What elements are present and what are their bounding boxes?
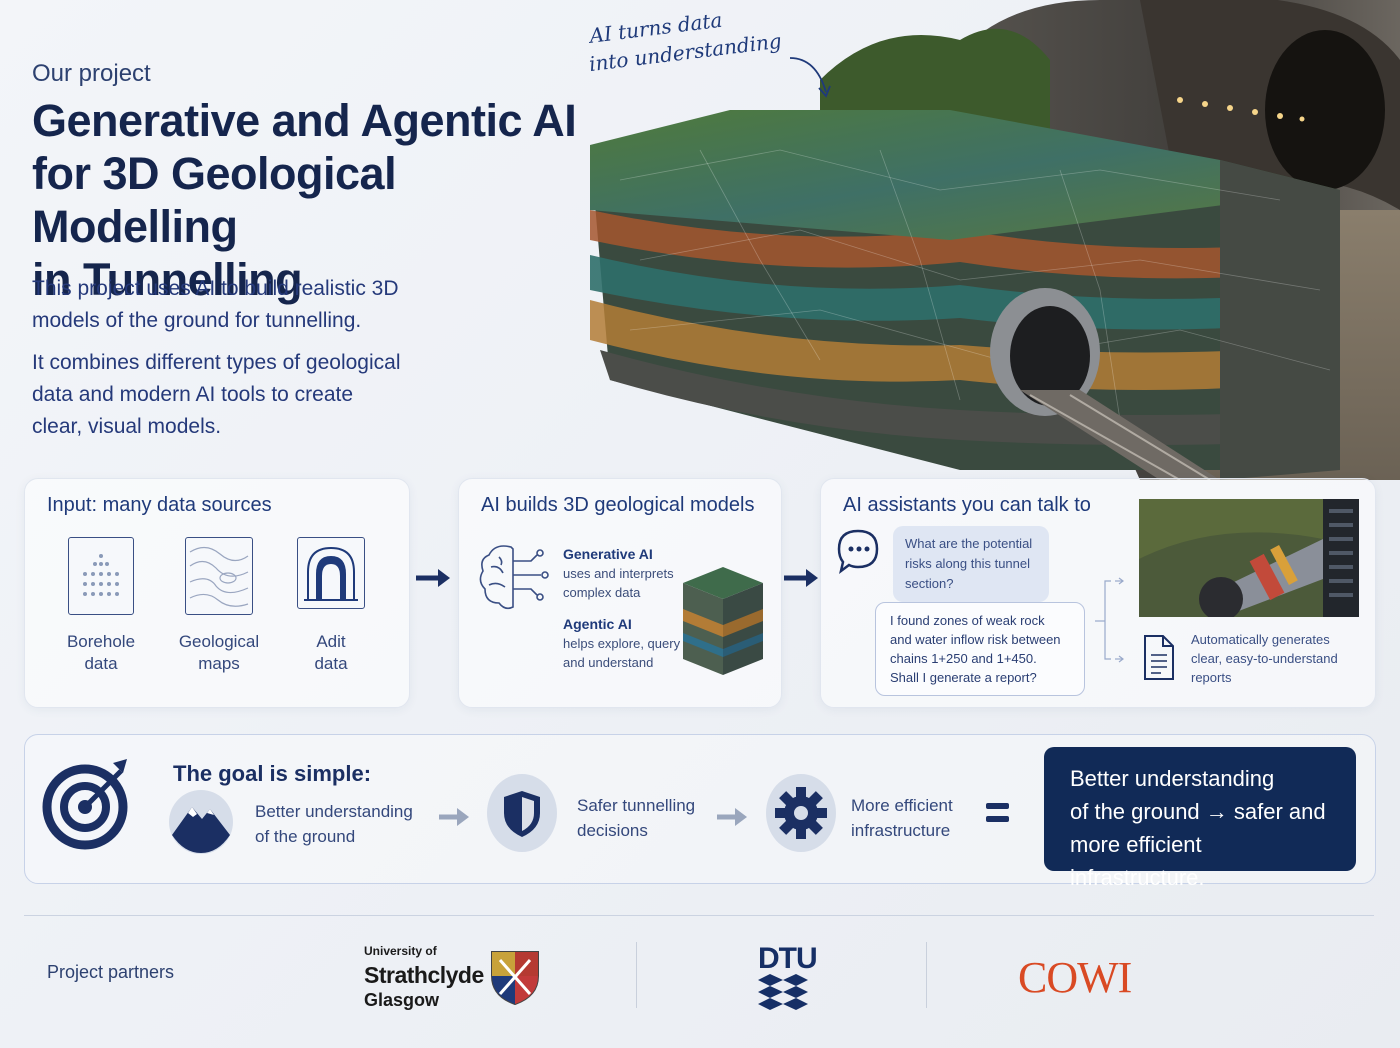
answer-line: and water inflow risk between [890,632,1061,647]
right-arrow-icon [717,808,747,826]
strathclyde-crest-icon [491,951,539,1006]
strathclyde-logo-top: University of [364,944,437,958]
input-sources-card: Input: many data sources Borehole data [24,478,410,708]
page-title: Generative and Agentic AI for 3D Geologi… [32,94,592,306]
tunnel-portal-icon [297,537,365,609]
intro-paragraph-2: It combines different types of geologica… [32,347,432,443]
footer-divider [24,915,1374,916]
eyebrow-label: Our project [32,60,151,87]
generative-ai-title: Generative AI [563,546,653,562]
footer-separator [636,942,637,1008]
right-arrow-icon [416,569,450,587]
assistant-answer-bubble: I found zones of weak rock and water inf… [875,602,1085,696]
intro-line: models of the ground for tunnelling. [32,309,362,332]
source-adit: Adit data [281,537,381,675]
target-icon [42,759,128,850]
ai-assistants-card: AI assistants you can talk to What are t… [820,478,1376,708]
goal-step-efficient: More efficient infrastructure [851,793,953,843]
rock-cube-icon [683,567,763,675]
agentic-ai-desc: and understand [563,655,654,670]
question-line: What are the potential [905,536,1033,551]
right-arrow-icon [784,569,818,587]
contour-map-icon [185,537,253,615]
goal-step-line: decisions [577,821,648,840]
question-line: section? [905,576,954,591]
curved-arrow-icon [789,57,831,98]
goal-step-line: infrastructure [851,821,951,840]
source-label: data [84,654,118,673]
intro-line: data and modern AI tools to create [32,383,354,406]
question-line: risks along this tunnel [905,556,1031,571]
agentic-ai-block: Agentic AI helps explore, query and unde… [563,615,693,672]
source-label: maps [198,654,240,673]
intro-line: It combines different types of geologica… [32,351,401,374]
dtu-logo-text: DTU [758,942,818,975]
brain-circuit-icon [479,545,549,610]
equals-icon [986,803,1009,822]
source-label: Adit [316,632,346,651]
agentic-ai-desc: helps explore, query [563,636,681,651]
tunnel-3d-screen [1139,499,1359,617]
answer-line: chains 1+250 and 1+450. [890,651,1037,666]
strathclyde-logo-city: Glasgow [364,990,440,1010]
dtu-logo-waves-icon [758,974,808,1010]
assistants-card-heading: AI assistants you can talk to [843,494,1091,516]
user-question-bubble: What are the potential risks along this … [893,526,1049,602]
title-line-3: in Tunnelling [32,254,303,305]
intro-paragraph-1: This project uses AI to build realistic … [32,273,432,337]
right-arrow-icon [439,808,469,826]
result-line: more efficient infrastructure. [1070,832,1205,890]
source-label: data [314,654,348,673]
gear-icon [766,774,836,852]
partners-label: Project partners [47,962,175,982]
report-line: Automatically generates [1191,632,1330,647]
agentic-ai-title: Agentic AI [563,616,632,632]
goal-heading: The goal is simple: [173,761,372,786]
result-box: Better understanding of the ground → saf… [1044,747,1356,890]
goal-step-understanding: Better understanding of the ground [255,799,413,849]
title-line-2: for 3D Geological Modelling [32,148,397,252]
geological-block-illustration [590,0,1400,480]
mountain-icon [169,790,233,854]
shield-icon [487,774,557,852]
input-card-heading: Input: many data sources [47,494,272,516]
source-label: Borehole [66,632,136,651]
bracket-connector [1095,577,1124,663]
ai-card-heading: AI builds 3D geological models [481,494,755,516]
goal-banner: The goal is simple: Better understanding… [24,734,1376,890]
chat-bubble-icon [837,529,879,575]
goal-step-line: of the ground [255,827,356,846]
strathclyde-logo-name: Strathclyde [364,962,484,988]
intro-line: clear, visual models. [32,415,222,438]
cowi-logo-text: COWI [1018,953,1132,1002]
goal-step-line: Safer tunnelling [577,796,696,815]
result-line: of the ground → safer and [1070,799,1326,824]
answer-line: Shall I generate a report? [890,670,1037,685]
source-borehole: Borehole data [51,537,151,675]
report-description: Automatically generates clear, easy-to-u… [1191,630,1351,687]
report-line: reports [1191,670,1232,685]
generative-ai-desc: uses and interprets [563,566,674,581]
source-label: Geological [178,632,260,651]
goal-step-safer: Safer tunnelling decisions [577,793,695,843]
generative-ai-desc: complex data [563,585,641,600]
document-icon [1144,635,1174,680]
footer-separator [926,942,927,1008]
intro-line: This project uses AI to build realistic … [32,277,399,300]
borehole-grid-icon [68,537,134,615]
ai-models-card: AI builds 3D geological models Generativ… [458,478,782,708]
report-line: clear, easy-to-understand [1191,651,1338,666]
source-geological-maps: Geological maps [169,537,269,675]
answer-line: I found zones of weak rock [890,613,1045,628]
generative-ai-block: Generative AI uses and interprets comple… [563,545,693,602]
title-line-1: Generative and Agentic AI [32,95,577,146]
result-line: Better understanding [1070,766,1275,791]
goal-step-line: Better understanding [255,802,413,821]
goal-step-line: More efficient [851,796,953,815]
